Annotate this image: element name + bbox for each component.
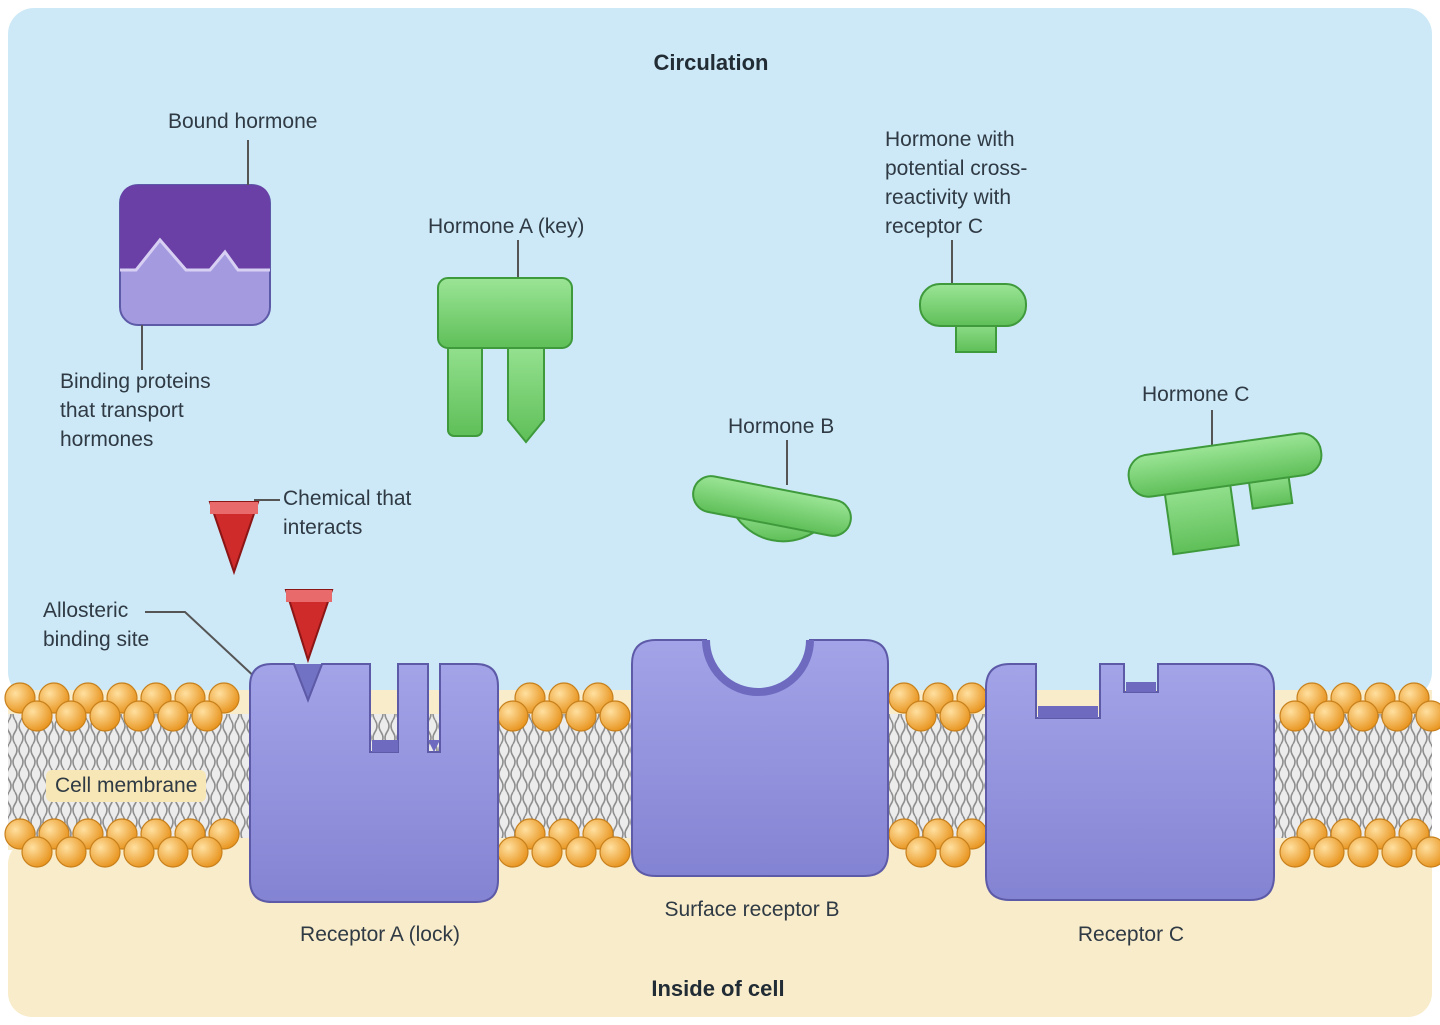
lipid-head [1279, 836, 1311, 868]
binding-proteins-label: Binding proteins that transport hormones [60, 370, 211, 451]
lipid-head [157, 700, 189, 732]
lipid-head [531, 700, 563, 732]
receptor-b-label: Surface receptor B [664, 898, 840, 921]
lipid-head [21, 836, 53, 868]
lipid-head [191, 836, 223, 868]
lipid-head [89, 700, 121, 732]
lipid-head [905, 836, 937, 868]
lipid-head [89, 836, 121, 868]
chemical-at-allosteric-icon [284, 589, 334, 664]
lipid-head [55, 836, 87, 868]
hormone-a-label: Hormone A (key) [428, 215, 585, 238]
lipid-head [1415, 700, 1440, 732]
chemical-label: Chemical that interacts [283, 487, 412, 539]
lipid-head [1347, 836, 1379, 868]
lipid-head [599, 700, 631, 732]
lipid-head [21, 700, 53, 732]
receptor-b-icon [631, 639, 889, 877]
bound-hormone-label: Bound hormone [168, 110, 318, 133]
lipid-head [1347, 700, 1379, 732]
lipid-head [1313, 836, 1345, 868]
receptor-c-label: Receptor C [1077, 923, 1185, 946]
cross-reactive-hormone-label: Hormone with potential cross- reactivity… [885, 128, 1028, 238]
circulation-label: Circulation [653, 50, 769, 75]
hormone-c-label: Hormone C [1142, 383, 1250, 406]
receptor-a-icon [249, 663, 499, 903]
lipid-head [55, 700, 87, 732]
lipid-head [599, 836, 631, 868]
lipid-head [565, 836, 597, 868]
lipid-head [939, 836, 971, 868]
lipid-head [497, 836, 529, 868]
lipid-head [123, 700, 155, 732]
allosteric-site-label: Allosteric binding site [43, 599, 150, 651]
lipid-head [1279, 700, 1311, 732]
hormone-b-label: Hormone B [728, 415, 835, 438]
hormone-a-icon [437, 277, 573, 444]
lipid-head [1381, 836, 1413, 868]
receptor-a-label: Receptor A (lock) [300, 923, 460, 946]
binding-protein-icon [119, 184, 271, 326]
lipid-head [497, 700, 529, 732]
receptor-c-icon [985, 663, 1275, 901]
lipid-head [157, 836, 189, 868]
circulation-region [8, 8, 1432, 698]
lipid-head [905, 700, 937, 732]
leader-lines [141, 140, 1213, 681]
chemical-icon [208, 501, 260, 576]
lipid-head [939, 700, 971, 732]
lipid-head [1313, 700, 1345, 732]
lipid-head [531, 836, 563, 868]
inside-cell-label: Inside of cell [651, 976, 785, 1001]
lipid-head [565, 700, 597, 732]
hormone-c-icon [1127, 432, 1323, 556]
hormone-b-icon [692, 475, 852, 543]
cell-membrane-label: Cell membrane [46, 770, 207, 802]
cross-reactive-hormone-icon [919, 283, 1027, 353]
lipid-head [123, 836, 155, 868]
lipid-head [1415, 836, 1440, 868]
lipid-head [191, 700, 223, 732]
lipid-head [1381, 700, 1413, 732]
